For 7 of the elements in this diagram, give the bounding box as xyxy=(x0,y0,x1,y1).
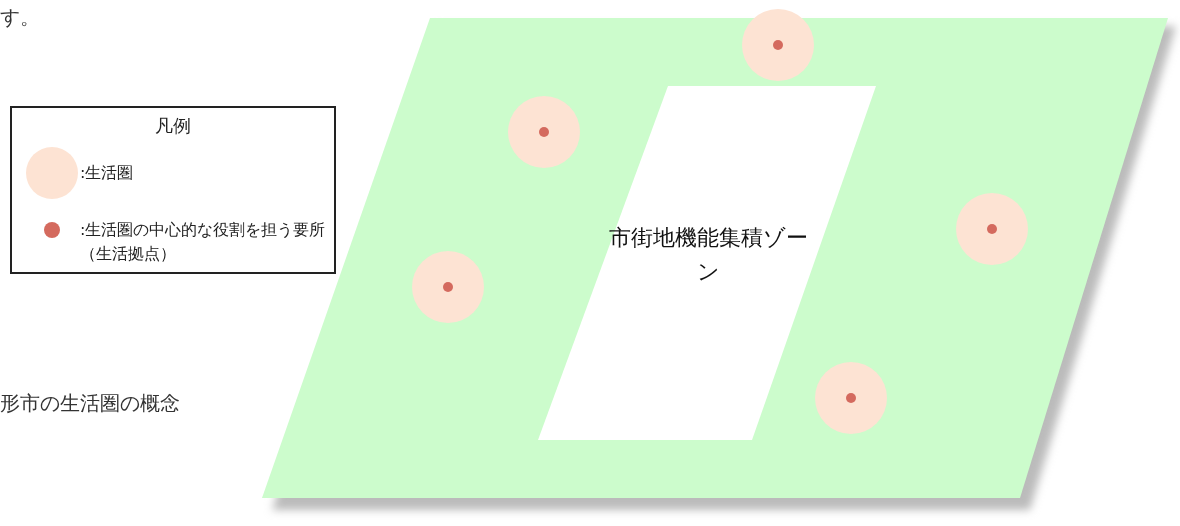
legend-title: 凡例 xyxy=(154,114,192,138)
legend-text: :生活圏の中心的な役割を担う要所（生活拠点） xyxy=(80,219,327,265)
body-text: す。 xyxy=(0,4,40,31)
zone-label: 市街地機能集積ゾーン xyxy=(608,224,808,286)
legend-text: :生活圏 xyxy=(80,162,135,184)
zone-area xyxy=(538,86,876,440)
figure-caption: 形市の生活圏の概念 xyxy=(0,390,180,417)
